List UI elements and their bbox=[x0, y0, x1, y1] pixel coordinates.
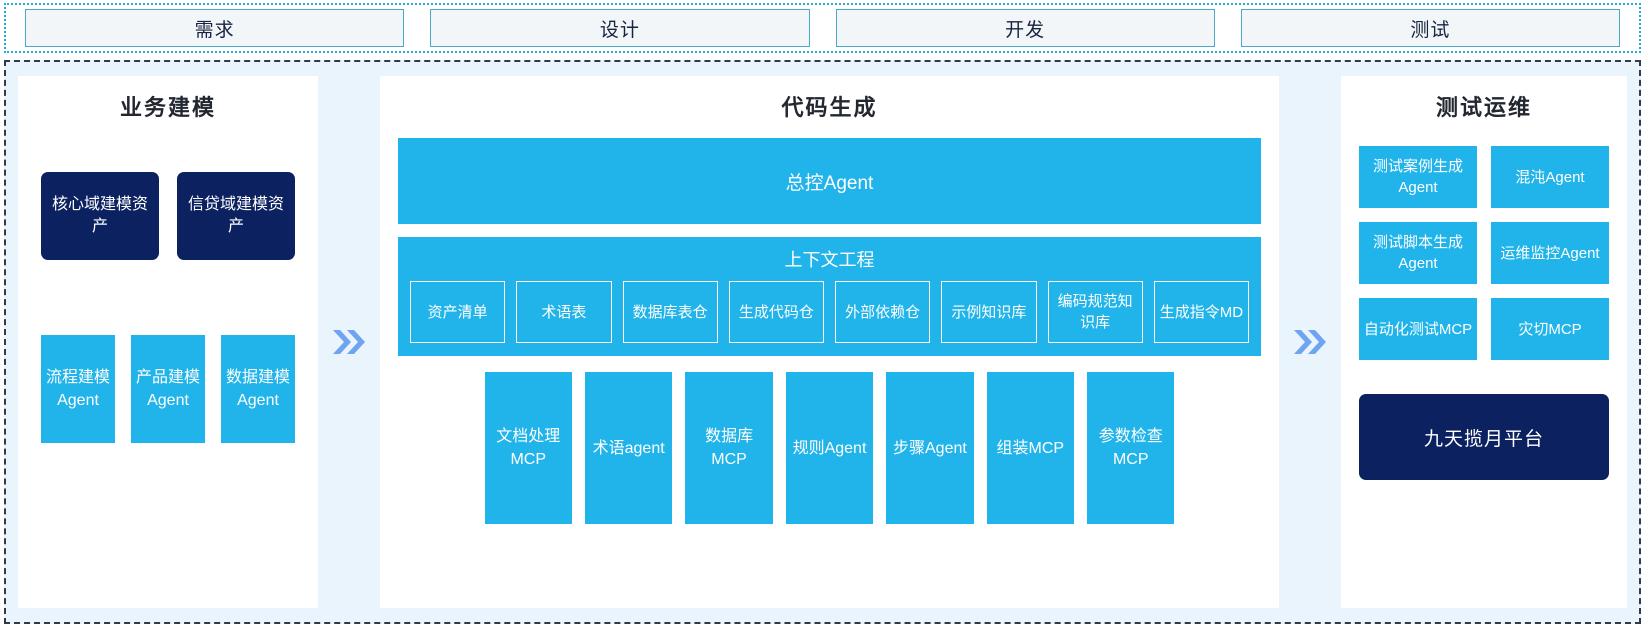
tool-box-parameter-check-mcp[interactable]: 参数检查MCP bbox=[1087, 372, 1175, 524]
context-item-example-knowledge-base[interactable]: 示例知识库 bbox=[941, 281, 1037, 343]
tool-label: 组装MCP bbox=[996, 439, 1065, 457]
panel-test-operations: 测试运维 测试案例生成Agent 混沌Agent 测试脚本生成Agent 运维监… bbox=[1341, 76, 1627, 608]
tool-label: 数据库MCP bbox=[705, 428, 754, 468]
panel-business-modeling: 业务建模 核心域建模资产 信贷域建模资产 流程建模Agent 产品建模Agent… bbox=[18, 76, 318, 608]
phase-label: 开发 bbox=[1005, 19, 1046, 41]
ops-box-disaster-switch-mcp[interactable]: 灾切MCP bbox=[1491, 298, 1609, 360]
business-agent-group: 流程建模Agent 产品建模Agent 数据建模Agent bbox=[41, 335, 295, 443]
ops-box-test-script-generation-agent[interactable]: 测试脚本生成Agent bbox=[1359, 222, 1477, 284]
context-item-external-dependency-repo[interactable]: 外部依赖仓 bbox=[835, 281, 931, 343]
phase-label: 测试 bbox=[1410, 19, 1451, 41]
platform-label: 九天揽月平台 bbox=[1423, 428, 1544, 450]
context-item-label: 编码规范知识库 bbox=[1057, 293, 1133, 331]
context-item-label: 生成指令MD bbox=[1159, 303, 1244, 321]
context-item-label: 数据库表仓 bbox=[632, 303, 708, 321]
tool-label: 参数检查MCP bbox=[1098, 428, 1163, 468]
context-engineering-block: 上下文工程 资产清单 术语表 数据库表仓 生成代码仓 外部依赖仓 示 bbox=[398, 237, 1261, 356]
double-chevron-right-icon bbox=[1279, 76, 1341, 608]
context-engineering-title: 上下文工程 bbox=[784, 250, 875, 270]
context-item-label: 资产清单 bbox=[427, 303, 488, 321]
context-item-db-table-repo[interactable]: 数据库表仓 bbox=[622, 281, 718, 343]
agent-label: 流程建模Agent bbox=[45, 369, 110, 409]
phase-box-development[interactable]: 开发 bbox=[835, 9, 1215, 47]
context-item-coding-standard-knowledge-base[interactable]: 编码规范知识库 bbox=[1047, 281, 1143, 343]
ops-label: 混沌Agent bbox=[1515, 168, 1585, 186]
ops-box-chaos-agent[interactable]: 混沌Agent bbox=[1491, 146, 1609, 208]
asset-label: 核心域建模资产 bbox=[51, 196, 148, 235]
ops-label: 灾切MCP bbox=[1518, 320, 1582, 338]
ops-label: 测试脚本生成Agent bbox=[1372, 234, 1463, 272]
context-item-generated-code-repo[interactable]: 生成代码仓 bbox=[728, 281, 824, 343]
phase-box-testing[interactable]: 测试 bbox=[1240, 9, 1620, 47]
phase-label: 设计 bbox=[599, 19, 640, 41]
phase-strip: 需求 设计 开发 测试 bbox=[4, 3, 1641, 53]
tool-box-rule-agent[interactable]: 规则Agent bbox=[785, 372, 874, 524]
context-item-label: 生成代码仓 bbox=[738, 303, 814, 321]
tool-label: 文档处理MCP bbox=[496, 428, 561, 468]
ops-label: 测试案例生成Agent bbox=[1372, 158, 1463, 196]
context-item-label: 外部依赖仓 bbox=[845, 303, 921, 321]
tool-box-database-mcp[interactable]: 数据库MCP bbox=[685, 372, 773, 524]
asset-box-credit-domain[interactable]: 信贷域建模资产 bbox=[177, 172, 295, 260]
panel-title: 测试运维 bbox=[1435, 95, 1532, 120]
context-item-generation-instruction-md[interactable]: 生成指令MD bbox=[1153, 281, 1249, 343]
master-agent-label: 总控Agent bbox=[785, 172, 874, 194]
context-item-asset-inventory[interactable]: 资产清单 bbox=[410, 281, 506, 343]
testops-item-grid: 测试案例生成Agent 混沌Agent 测试脚本生成Agent 运维监控Agen… bbox=[1359, 146, 1609, 360]
architecture-canvas: 业务建模 核心域建模资产 信贷域建模资产 流程建模Agent 产品建模Agent… bbox=[4, 60, 1641, 624]
tool-box-step-agent[interactable]: 步骤Agent bbox=[886, 372, 974, 524]
ops-box-operations-monitoring-agent[interactable]: 运维监控Agent bbox=[1491, 222, 1609, 284]
platform-box-jiutian-lanyue[interactable]: 九天揽月平台 bbox=[1359, 394, 1609, 480]
tool-box-assembly-mcp[interactable]: 组装MCP bbox=[986, 372, 1075, 524]
agent-box-process-modeling[interactable]: 流程建模Agent bbox=[41, 335, 115, 443]
ops-box-test-case-generation-agent[interactable]: 测试案例生成Agent bbox=[1359, 146, 1477, 208]
tool-label: 术语agent bbox=[592, 439, 665, 457]
phase-box-design[interactable]: 设计 bbox=[430, 9, 810, 47]
ops-label: 运维监控Agent bbox=[1500, 244, 1600, 262]
asset-label: 信贷域建模资产 bbox=[187, 196, 284, 235]
codegen-tool-row: 文档处理MCP 术语agent 数据库MCP 规则Agent 步骤Agent 组… bbox=[484, 372, 1175, 524]
tool-label: 规则Agent bbox=[792, 439, 867, 457]
double-chevron-right-icon bbox=[318, 76, 380, 608]
business-asset-group: 核心域建模资产 信贷域建模资产 bbox=[41, 172, 295, 260]
asset-box-core-domain[interactable]: 核心域建模资产 bbox=[41, 172, 159, 260]
agent-label: 数据建模Agent bbox=[225, 369, 290, 409]
agent-box-product-modeling[interactable]: 产品建模Agent bbox=[131, 335, 205, 443]
master-agent-banner[interactable]: 总控Agent bbox=[398, 138, 1261, 224]
panel-code-generation: 代码生成 总控Agent 上下文工程 资产清单 术语表 数据库表仓 生成代码仓 bbox=[380, 76, 1279, 608]
panel-title: 业务建模 bbox=[119, 95, 216, 120]
agent-box-data-modeling[interactable]: 数据建模Agent bbox=[221, 335, 295, 443]
ops-label: 自动化测试MCP bbox=[1363, 320, 1473, 338]
context-item-label: 术语表 bbox=[541, 303, 587, 321]
ops-box-automated-test-mcp[interactable]: 自动化测试MCP bbox=[1359, 298, 1477, 360]
panel-title: 代码生成 bbox=[781, 95, 878, 120]
tool-box-document-processing-mcp[interactable]: 文档处理MCP bbox=[484, 372, 572, 524]
context-item-list: 资产清单 术语表 数据库表仓 生成代码仓 外部依赖仓 示例知识库 bbox=[410, 281, 1249, 343]
agent-label: 产品建模Agent bbox=[135, 369, 200, 409]
context-item-glossary[interactable]: 术语表 bbox=[516, 281, 612, 343]
tool-box-glossary-agent[interactable]: 术语agent bbox=[584, 372, 673, 524]
phase-box-requirements[interactable]: 需求 bbox=[25, 9, 405, 47]
phase-label: 需求 bbox=[194, 19, 235, 41]
tool-label: 步骤Agent bbox=[893, 439, 967, 457]
context-item-label: 示例知识库 bbox=[951, 303, 1027, 321]
